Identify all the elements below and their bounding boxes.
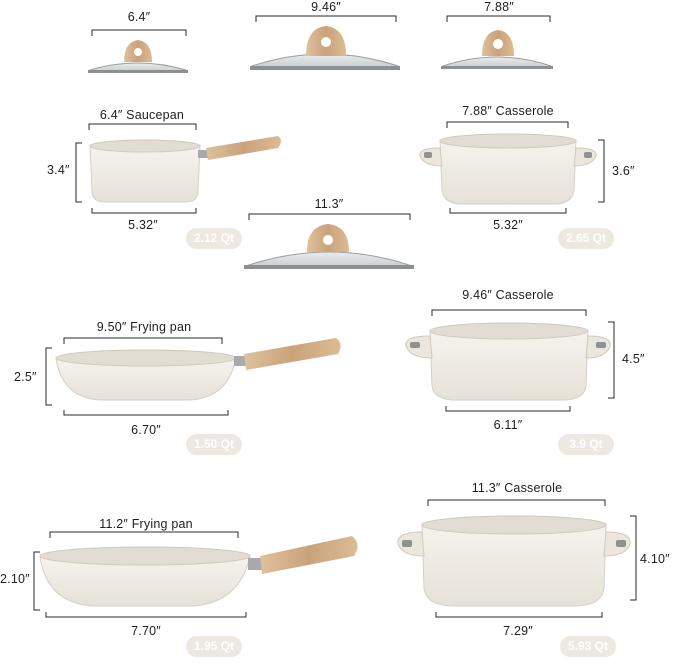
piece-height: 2.5″ [14, 370, 37, 384]
piece-height: 2.10″ [0, 572, 30, 586]
capacity-badge: 2.65 Qt [558, 228, 614, 249]
capacity-badge: 1.50 Qt [186, 434, 242, 455]
piece-base: 5.32″ [493, 218, 523, 232]
capacity-badge: 1.95 Qt [186, 636, 242, 657]
piece-name: 11.2″ Frying pan [99, 517, 193, 531]
frying-pan-9-50 [55, 338, 341, 401]
piece-base: 6.11″ [493, 418, 523, 432]
lid-size-label: 7.88″ [484, 0, 514, 14]
piece-height: 4.10″ [640, 552, 670, 566]
lid-11-3 [244, 224, 414, 269]
piece-name: 7.88″ Casserole [462, 104, 554, 118]
piece-name: 11.3″ Casserole [471, 481, 563, 495]
piece-height: 3.4″ [47, 163, 70, 177]
lid-size-label: 6.4″ [127, 10, 151, 24]
dimension-lines [33, 15, 637, 618]
piece-base: 7.70″ [131, 624, 161, 638]
piece-height: 3.6″ [612, 164, 635, 178]
piece-base: 6.70″ [131, 423, 161, 437]
capacity-badge: 3.9 Qt [558, 434, 614, 455]
piece-base: 7.29″ [503, 624, 533, 638]
lid-size-label: 11.3″ [314, 197, 344, 211]
lid-7-88 [441, 30, 553, 69]
lid-size-label: 9.46″ [311, 0, 341, 14]
piece-base: 5.32″ [128, 218, 158, 232]
casserole-7-88 [419, 133, 597, 205]
casserole-9-46 [405, 322, 611, 401]
casserole-11-3 [397, 515, 631, 607]
lid-9-46 [250, 26, 400, 70]
saucepan [89, 136, 281, 203]
lid-6-4 [88, 40, 188, 73]
capacity-badge: 5.93 Qt [560, 636, 616, 657]
piece-name: 6.4″ Saucepan [99, 108, 185, 122]
piece-height: 4.5″ [622, 352, 645, 366]
capacity-badge: 2.12 Qt [186, 228, 242, 249]
piece-name: 9.46″ Casserole [462, 288, 554, 302]
frying-pan-11-2 [39, 536, 358, 607]
piece-name: 9.50″ Frying pan [96, 320, 192, 334]
